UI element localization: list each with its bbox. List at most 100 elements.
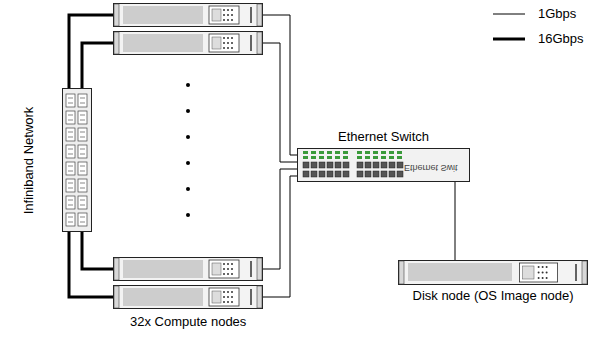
panel-led xyxy=(227,42,229,44)
ib-port-detail xyxy=(68,98,73,99)
ib-port xyxy=(78,94,87,107)
rack-ear xyxy=(114,286,119,308)
rack-ear xyxy=(257,32,262,54)
compute-node-group: 32x Compute nodes xyxy=(113,3,263,309)
handle xyxy=(575,264,577,281)
ib-port-detail xyxy=(80,98,85,99)
server-case xyxy=(114,32,263,55)
ib-port-detail xyxy=(80,200,85,201)
ib-port xyxy=(78,213,87,226)
vent-grille xyxy=(123,35,203,36)
port-led xyxy=(373,151,378,154)
port-led xyxy=(397,156,402,159)
ib-port-detail xyxy=(68,222,73,223)
handle xyxy=(250,35,252,51)
panel-display xyxy=(523,266,534,279)
ib-port-detail xyxy=(68,132,73,133)
port-led xyxy=(389,151,394,154)
panel-led xyxy=(223,301,225,303)
ib-port-detail xyxy=(68,120,73,121)
ib-port-detail xyxy=(80,205,85,206)
ethernet-cable xyxy=(455,182,456,260)
ethernet-port xyxy=(365,171,371,177)
panel-led xyxy=(231,268,233,270)
panel-led xyxy=(227,263,229,265)
panel-led xyxy=(223,42,225,44)
panel-led xyxy=(223,273,225,275)
switch-case xyxy=(298,149,470,182)
port-led xyxy=(381,156,386,159)
panel-led xyxy=(223,47,225,49)
ethernet-port xyxy=(373,162,379,168)
node-illustration xyxy=(398,260,588,285)
ib-port-detail xyxy=(80,222,85,223)
port-led xyxy=(381,151,386,154)
vent-grille xyxy=(123,41,203,42)
front-panel xyxy=(520,263,558,282)
panel-led xyxy=(231,47,233,49)
node-label: Ethernet Switch xyxy=(338,130,429,145)
mirrored-reflection-text: Ethernet Swit xyxy=(404,163,458,173)
ib-port xyxy=(66,162,75,175)
vent-grille xyxy=(123,49,203,50)
ethernet-port xyxy=(335,171,341,177)
vent-grille xyxy=(123,297,203,298)
ib-port-detail xyxy=(80,115,85,116)
rack-ear xyxy=(114,32,119,54)
vent-grille xyxy=(408,274,512,275)
ib-port-detail xyxy=(80,183,85,184)
vent-grille xyxy=(123,263,203,264)
vent-grille xyxy=(123,305,203,306)
vent-grille xyxy=(408,268,512,269)
front-panel xyxy=(209,260,239,278)
ib-port-detail xyxy=(80,166,85,167)
panel-led xyxy=(231,296,233,298)
panel-display xyxy=(212,37,221,49)
panel-display xyxy=(212,9,221,21)
panel-led xyxy=(231,301,233,303)
vent-grille xyxy=(408,266,512,267)
panel-led xyxy=(223,268,225,270)
ib-port xyxy=(66,213,75,226)
node-illustration xyxy=(62,88,92,232)
vent-grille xyxy=(123,291,203,292)
panel-led xyxy=(227,47,229,49)
vent-grille xyxy=(123,7,203,8)
panel-led xyxy=(223,37,225,39)
panel-led xyxy=(538,277,540,279)
ib-port-detail xyxy=(80,120,85,121)
panel-led xyxy=(227,296,229,298)
rack-ear xyxy=(582,261,587,284)
vent-grille xyxy=(123,293,203,294)
panel-led xyxy=(231,37,233,39)
ib-port-detail xyxy=(80,137,85,138)
ib-port-detail xyxy=(68,171,73,172)
vent-grille xyxy=(123,17,203,18)
ib-port xyxy=(78,145,87,158)
vent-grille xyxy=(123,299,203,300)
panel-led xyxy=(542,266,544,268)
ethernet-port xyxy=(389,171,395,177)
port-led xyxy=(311,156,316,159)
server-case xyxy=(114,286,263,309)
panel-led xyxy=(231,291,233,293)
panel-led xyxy=(231,42,233,44)
vent-grille xyxy=(408,272,512,273)
ethernet-port xyxy=(357,162,363,168)
panel-led xyxy=(227,291,229,293)
vent-grille xyxy=(123,271,203,272)
ib-port xyxy=(66,145,75,158)
ethernet-port xyxy=(303,162,309,168)
continuation-dot xyxy=(186,83,190,87)
ethernet-port xyxy=(343,162,349,168)
panel-display xyxy=(212,263,221,275)
handle xyxy=(250,7,252,23)
continuation-dot xyxy=(186,135,190,139)
ethernet-port xyxy=(319,162,325,168)
port-led xyxy=(335,151,340,154)
ethernet-port xyxy=(357,171,363,177)
ib-port-detail xyxy=(68,217,73,218)
panel-led xyxy=(223,296,225,298)
ib-port-detail xyxy=(80,217,85,218)
ib-port-detail xyxy=(68,154,73,155)
